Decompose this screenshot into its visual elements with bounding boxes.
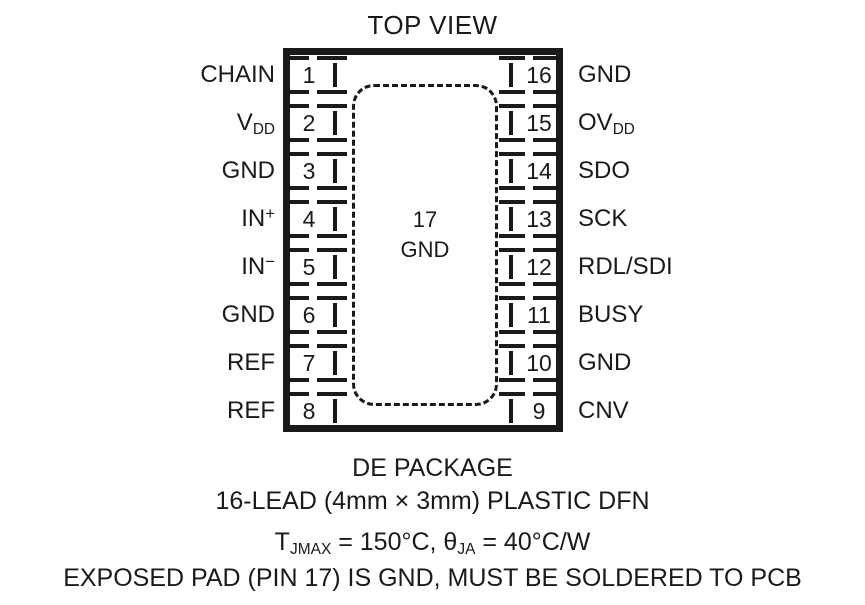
pin-label-15: OVDD <box>578 109 635 139</box>
exposed-pad-outline <box>352 84 498 406</box>
pin-10: 10 <box>499 340 563 386</box>
pin-7: 7 <box>283 340 347 386</box>
pin-number-12: 12 <box>526 254 552 280</box>
pin-number-1: 1 <box>302 62 316 88</box>
pin-lead <box>499 388 563 434</box>
pin-lead <box>499 52 563 98</box>
pin-lead <box>499 340 563 386</box>
pin-label-12: RDL/SDI <box>578 253 673 280</box>
pin-label-7: REF <box>227 349 275 376</box>
pin-label-4: IN+ <box>241 203 275 232</box>
exposed-pad-label: 17 GND <box>352 205 498 265</box>
caption-tjmax-subscript: JMAX <box>289 541 332 559</box>
pin-number-10: 10 <box>526 350 552 376</box>
pin-label-5: IN− <box>241 251 275 280</box>
pin-4: 4 <box>283 196 347 242</box>
pin-8: 8 <box>283 388 347 434</box>
pin-label-2: VDD <box>236 109 275 139</box>
pin-lead <box>283 244 347 290</box>
pin-lead <box>283 100 347 146</box>
pin-9: 9 <box>499 388 563 434</box>
pin-lead <box>499 244 563 290</box>
pin-number-8: 8 <box>302 398 316 424</box>
pin-number-5: 5 <box>302 254 316 280</box>
exposed-pad-pin-name: GND <box>400 237 450 262</box>
pin-13: 13 <box>499 196 563 242</box>
pin-lead <box>499 148 563 194</box>
pin-number-11: 11 <box>527 302 551 328</box>
pin-3: 3 <box>283 148 347 194</box>
caption-tjmax-value: = 150°C, θ <box>331 528 458 556</box>
package-body-outline <box>283 48 563 432</box>
pin-number-14: 14 <box>526 158 552 184</box>
caption-tjmax-symbol: T <box>274 528 290 556</box>
caption-theta-value: = 40°C/W <box>475 528 591 556</box>
pin-5: 5 <box>283 244 347 290</box>
pin-2: 2 <box>283 100 347 146</box>
caption-theta-subscript: JA <box>457 541 476 559</box>
pin-lead <box>283 148 347 194</box>
top-view-title: TOP VIEW <box>367 10 498 40</box>
pin-number-15: 15 <box>526 110 552 136</box>
pin-label-10: GND <box>578 349 632 376</box>
pin-lead <box>499 292 563 338</box>
pin-number-7: 7 <box>302 350 316 376</box>
pin-number-2: 2 <box>302 110 316 136</box>
package-caption: DE PACKAGE 16-LEAD (4mm × 3mm) PLASTIC D… <box>0 452 865 595</box>
pin-11: 11 <box>499 292 563 338</box>
pin-lead <box>499 196 563 242</box>
pin-lead <box>283 388 347 434</box>
pin-number-9: 9 <box>532 398 546 424</box>
caption-thermal: TJMAX = 150°C, θJA = 40°C/W <box>0 526 865 562</box>
pin-14: 14 <box>499 148 563 194</box>
pin-label-3: GND <box>221 157 275 184</box>
pin-label-6: GND <box>221 301 275 328</box>
pin-1: 1 <box>283 52 347 98</box>
pin-12: 12 <box>499 244 563 290</box>
pin-number-4: 4 <box>302 206 316 232</box>
pin-number-16: 16 <box>526 62 552 88</box>
pin-label-16: GND <box>578 61 632 88</box>
pin-label-13: SCK <box>578 205 628 232</box>
pin-number-13: 13 <box>526 206 552 232</box>
pin-label-8: REF <box>227 397 275 424</box>
pin-15: 15 <box>499 100 563 146</box>
pin-label-14: SDO <box>578 157 631 184</box>
pin-label-9: CNV <box>578 397 629 424</box>
pin-label-11: BUSY <box>578 301 644 328</box>
exposed-pad-pin-number: 17 <box>412 207 438 232</box>
pin-lead <box>283 196 347 242</box>
pin-lead <box>283 340 347 386</box>
pin-number-3: 3 <box>302 158 316 184</box>
pin-lead <box>283 52 347 98</box>
caption-package-name: DE PACKAGE <box>352 454 513 482</box>
pin-16: 16 <box>499 52 563 98</box>
pin-6: 6 <box>283 292 347 338</box>
caption-exposed-pad-note: EXPOSED PAD (PIN 17) IS GND, MUST BE SOL… <box>63 564 802 592</box>
pin-label-1: CHAIN <box>200 61 275 88</box>
pin-lead <box>283 292 347 338</box>
pin-number-6: 6 <box>302 302 316 328</box>
pin-lead <box>499 100 563 146</box>
caption-lead-count: 16-LEAD (4mm × 3mm) PLASTIC DFN <box>215 487 650 515</box>
